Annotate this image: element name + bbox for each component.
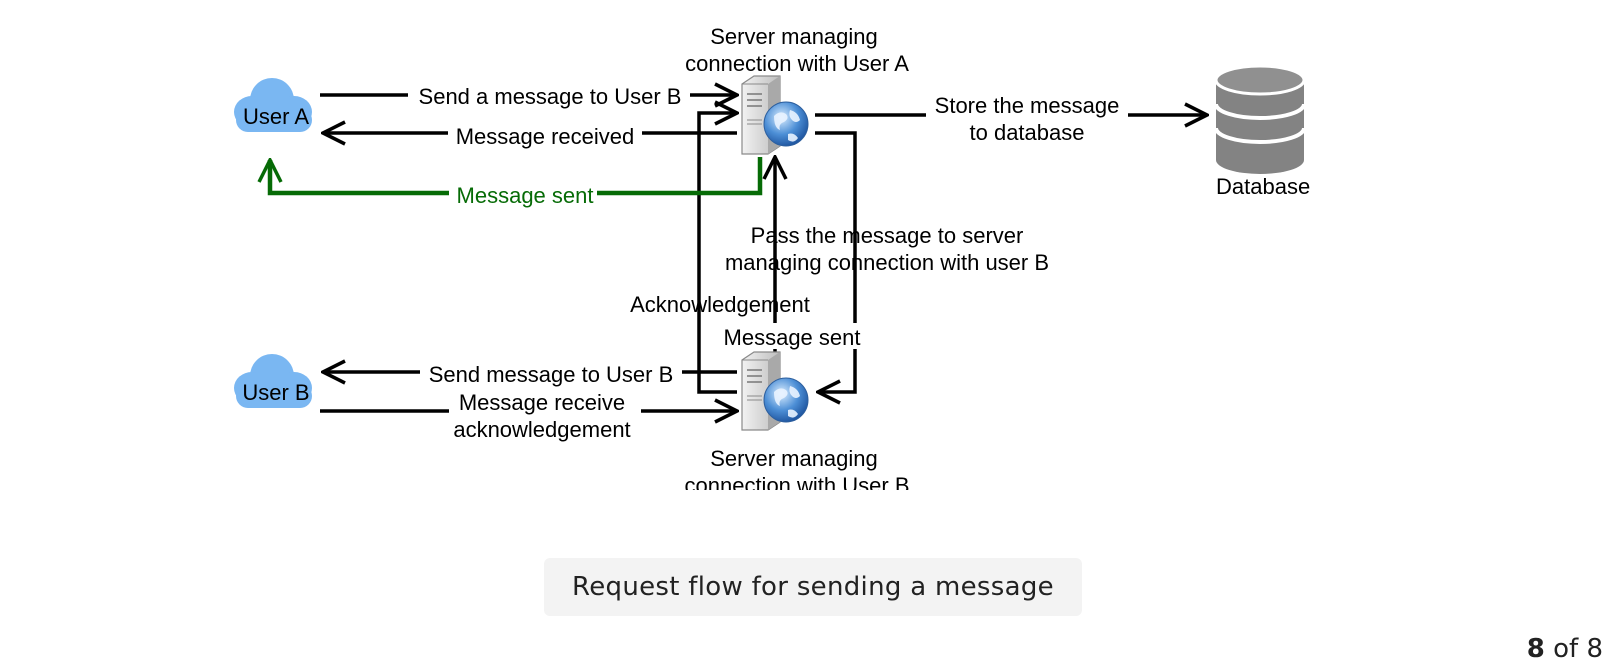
page-counter: 8 of 8 [1527,634,1603,664]
label-message-sent-green: Message sent [457,183,594,208]
edge-pass [815,131,857,392]
label-send-to-b: Send a message to User B [419,84,682,109]
server-b-label-line1: Server managing [710,446,878,471]
label-send-msg-b: Send message to User B [429,362,674,387]
server-a-label-line1: Server managing [710,24,878,49]
label-acknowledgement: Acknowledgement [630,292,810,317]
server-a-label-line2: connection with User A [685,51,909,76]
edge-ack [697,113,737,394]
label-pass-line1: Pass the message to server [751,223,1024,248]
label-receive-ack-line2: acknowledgement [453,417,630,442]
user-b-label: User B [242,380,309,405]
label-pass-line2: managing connection with user B [725,250,1049,275]
page-total: 8 [1586,634,1603,664]
database-label: Database [1216,174,1310,199]
caption-box: Request flow for sending a message [544,558,1082,616]
user-a-label: User A [243,104,309,129]
label-message-received: Message received [456,124,635,149]
request-flow-diagram: Send a message to User B Message receive… [234,24,1310,490]
page-separator: of [1553,634,1579,664]
server-b-label-line2: connection with User B [685,473,910,490]
label-message-sent-b: Message sent [724,325,861,350]
page-current: 8 [1526,634,1545,664]
user-b-cloud-icon [234,354,312,408]
label-store-line2: to database [970,120,1085,145]
label-store-line1: Store the message [935,93,1120,118]
server-b-icon [741,351,809,431]
server-a-icon [741,75,809,155]
label-receive-ack-line1: Message receive [459,390,625,415]
user-a-cloud-icon [234,78,312,132]
edge-labels: Send a message to User B Message receive… [408,82,1128,442]
caption-text: Request flow for sending a message [572,572,1054,602]
database-icon [1214,64,1306,174]
